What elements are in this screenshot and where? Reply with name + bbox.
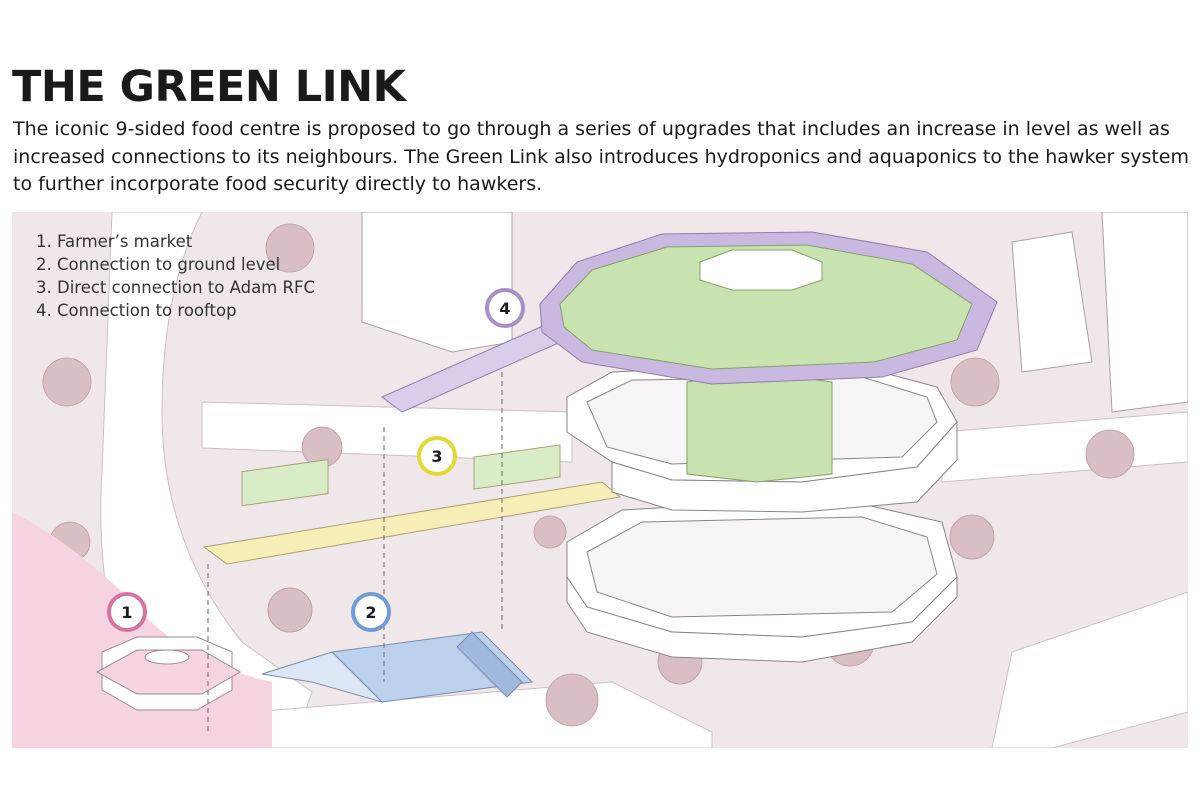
ground-connection (261, 631, 534, 704)
food-centre-lower (566, 503, 958, 663)
axonometric-diagram: 1 2 3 4 1. Farmer’s market 2. Connection… (12, 212, 1188, 748)
rooftop (539, 231, 998, 385)
page-title: THE GREEN LINK (12, 62, 406, 112)
marker-3-number: 3 (431, 447, 442, 466)
background-buildings (361, 212, 1188, 413)
marker-1: 1 (107, 592, 147, 632)
marker-4-ring (485, 288, 525, 328)
legend-item-3: 3. Direct connection to Adam RFC (36, 278, 315, 297)
marker-3-ring (417, 436, 457, 476)
legend: 1. Farmer’s market 2. Connection to grou… (36, 230, 315, 322)
marker-2-number: 2 (365, 603, 376, 622)
marker-4-number: 4 (499, 299, 510, 318)
marker-2-ring (351, 592, 391, 632)
marker-1-number: 1 (121, 603, 132, 622)
marker-3: 3 (417, 436, 457, 476)
page-description: The iconic 9-sided food centre is propos… (13, 118, 1190, 195)
marker-4: 4 (485, 288, 525, 328)
legend-item-4: 4. Connection to rooftop (36, 301, 237, 320)
food-centre-upper (566, 366, 958, 513)
legend-item-2: 2. Connection to ground level (36, 255, 281, 274)
marker-2: 2 (351, 592, 391, 632)
legend-item-1: 1. Farmer’s market (36, 232, 193, 251)
farmers-market (12, 512, 272, 748)
marker-1-ring (107, 592, 147, 632)
link-bridge (202, 444, 622, 565)
projection-lines (207, 372, 503, 732)
